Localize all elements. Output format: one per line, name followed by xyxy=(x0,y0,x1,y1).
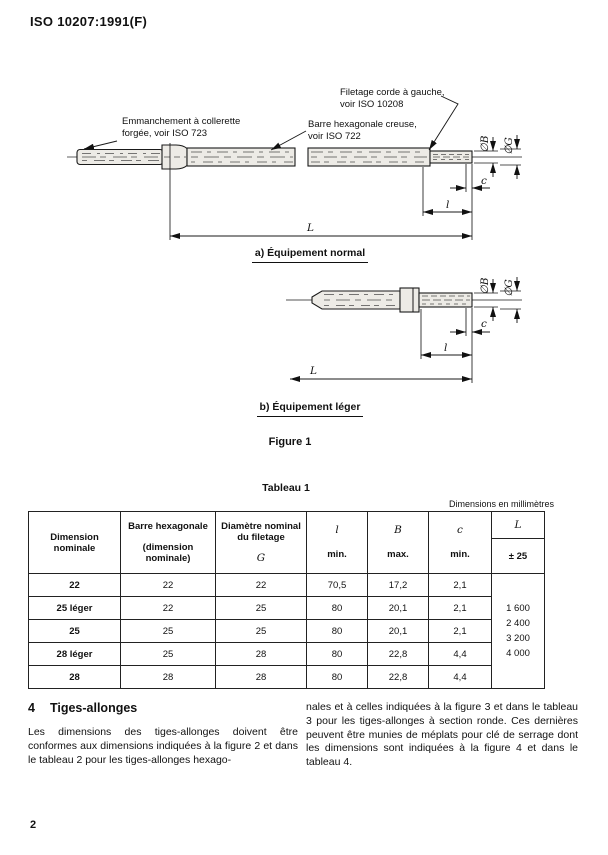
dim-label-B-a: ∅B xyxy=(479,135,491,152)
table-row: 25 25 25 80 20,1 2,1 xyxy=(28,619,545,643)
section4-paragraph-right: nales et à celles indiquées à la figure … xyxy=(306,701,578,769)
page-number: 2 xyxy=(30,819,37,831)
dim-label-G-b: ∅G xyxy=(503,279,515,297)
table-row: 28 léger 25 28 80 22,8 4,4 xyxy=(28,642,545,666)
table-cell: 22 xyxy=(120,596,216,620)
table-cell: 17,2 xyxy=(367,573,429,597)
label-shank-line2: forgée, voir ISO 723 xyxy=(122,128,207,139)
tableau-1: Dimension nominale Barre hexagonale(dime… xyxy=(28,511,545,689)
table-cell: 4,4 xyxy=(428,665,492,689)
table-row: 25 léger 22 25 80 20,1 2,1 xyxy=(28,596,545,620)
figure1-caption: Figure 1 xyxy=(268,436,312,448)
table-cell: 25 xyxy=(215,596,307,620)
table-cell: 22 xyxy=(215,573,307,597)
table-cell: 4,4 xyxy=(428,642,492,666)
section4-heading: 4 Tiges-allonges xyxy=(28,701,298,715)
leader-thread xyxy=(428,95,459,151)
figure1-drawing: Emmanchement à collerette forgée, voir I… xyxy=(67,87,522,383)
table-cell: 2,1 xyxy=(428,573,492,597)
table-cell: 22 xyxy=(120,573,216,597)
dim-label-c-a: c xyxy=(481,175,487,187)
table-cell: 28 xyxy=(120,665,216,689)
extension-lines-a xyxy=(169,143,521,240)
table-cell: 25 xyxy=(215,619,307,643)
col-header-dimension-nominale: Dimension nominale xyxy=(28,511,121,574)
dim-label-B-b: ∅B xyxy=(479,277,491,294)
caption-a-text: a) Équipement normal xyxy=(251,247,369,263)
threaded-end xyxy=(429,150,473,164)
dimension-lines-b xyxy=(290,277,520,382)
table-row: 28 28 28 80 22,8 4,4 xyxy=(28,665,545,689)
table-cell: 20,1 xyxy=(367,619,429,643)
table-cell: 28 xyxy=(28,665,121,689)
table-cell: 80 xyxy=(306,665,368,689)
section4-title: Tiges-allonges xyxy=(49,701,138,715)
label-hex-line1: Barre hexagonale creuse, xyxy=(308,119,417,130)
dim-label-G-a: ∅G xyxy=(503,137,515,155)
label-hex-line2: voir ISO 722 xyxy=(308,131,361,142)
leader-shank xyxy=(83,140,118,150)
doc-reference: ISO 10207:1991(F) xyxy=(30,14,148,29)
table-cell: 22 xyxy=(28,573,121,597)
caption-b-text: b) Équipement léger xyxy=(256,401,364,417)
figure1a-equipment-normal: Emmanchement à collerette forgée, voir I… xyxy=(67,87,522,240)
leader-hex-bar xyxy=(270,130,307,151)
table-cell: 80 xyxy=(306,596,368,620)
bar-texture xyxy=(324,294,470,306)
table-cell: 22,8 xyxy=(367,642,429,666)
table-cell: 80 xyxy=(306,619,368,643)
table-cell: 28 xyxy=(215,665,307,689)
table-cell-L-values: 1 600 2 400 3 200 4 000 xyxy=(491,573,545,689)
table-cell: 25 xyxy=(120,619,216,643)
section4-left-column: 4 Tiges-allonges Les dimensions des tige… xyxy=(28,701,298,767)
label-thread-line2: voir ISO 10208 xyxy=(340,99,403,110)
label-shank-line1: Emmanchement à collerette xyxy=(122,116,240,127)
col-header-barre-hexagonale: Barre hexagonale(dimension nominale) xyxy=(120,511,216,574)
table-cell: 80 xyxy=(306,642,368,666)
table-header-row: Dimension nominale Barre hexagonale(dime… xyxy=(28,511,545,574)
table1-units-note: Dimensions en millimètres xyxy=(448,499,554,509)
rod-coupling xyxy=(399,287,420,313)
dim-label-L-b: L xyxy=(309,365,317,377)
dim-label-l-b: l xyxy=(444,342,447,354)
dim-label-L-a: L xyxy=(306,222,314,234)
col-header-L: L± 25 xyxy=(491,511,545,574)
table-cell: 28 xyxy=(215,642,307,666)
table-cell: 2,1 xyxy=(428,619,492,643)
table-cell: 25 léger xyxy=(28,596,121,620)
section4-paragraph-left: Les dimensions des tiges-allonges doiven… xyxy=(28,726,298,766)
table-row: 22 22 22 70,5 17,2 2,1 1 600 2 400 3 200… xyxy=(28,573,545,689)
section4-right-column: nales et à celles indiquées à la figure … xyxy=(306,701,578,770)
bar-texture xyxy=(82,151,469,163)
dim-label-l-a: l xyxy=(446,199,449,211)
table-cell: 70,5 xyxy=(306,573,368,597)
label-thread-line1: Filetage corde à gauche, xyxy=(340,87,445,98)
dimension-lines-a xyxy=(170,135,520,239)
section4-number: 4 xyxy=(28,701,35,715)
figure1b-equipment-light: ∅B ∅G c l L xyxy=(286,277,522,383)
table-cell: 2,1 xyxy=(428,596,492,620)
table-cell: 25 xyxy=(28,619,121,643)
dim-label-c-b: c xyxy=(481,318,487,330)
table-cell: 20,1 xyxy=(367,596,429,620)
table-cell: 25 xyxy=(120,642,216,666)
caption-equipement-leger: b) Équipement léger xyxy=(160,401,460,417)
caption-equipement-normal: a) Équipement normal xyxy=(160,247,460,263)
table1-title: Tableau 1 xyxy=(262,482,310,494)
table-cell: 28 léger xyxy=(28,642,121,666)
table-cell: 22,8 xyxy=(367,665,429,689)
